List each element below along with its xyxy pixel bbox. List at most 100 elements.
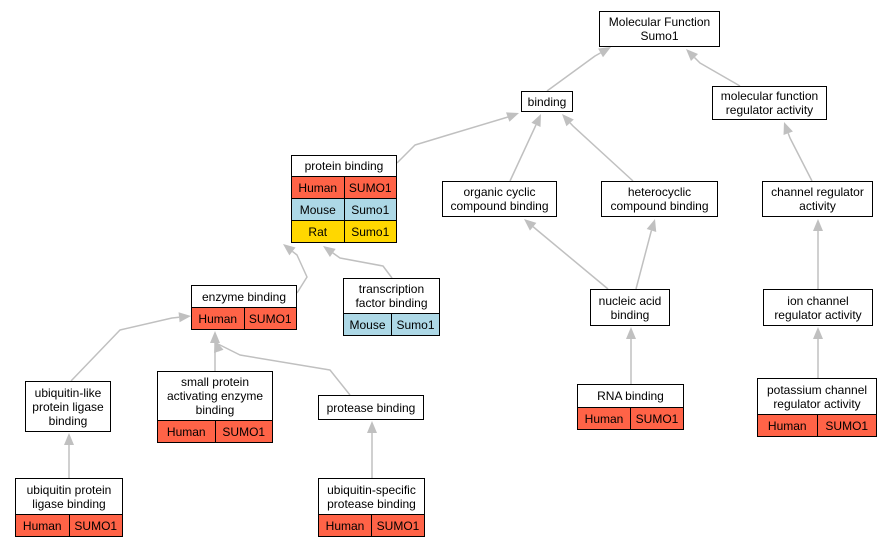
edge-line [396,116,509,164]
go-term-label: binding [527,94,567,109]
edge-chanreg-to-mfreg [783,122,813,182]
edge-mfreg-to-mf [686,49,741,87]
edge-enzbind-to-protbind [283,244,308,294]
gene-cell: SUMO1 [816,415,877,436]
go-term-label: protein binding [304,159,384,173]
gene-cell: SUMO1 [630,408,683,429]
edge-rnabind-to-nucbind [626,327,636,384]
edge-line [693,56,741,87]
edge-line [509,124,537,182]
edge-binding-to-mf [546,47,611,92]
arrowhead [783,122,793,135]
arrowhead [598,47,611,58]
species-cell: Mouse [299,202,336,217]
edge-line [546,52,601,92]
go-term-label: small protein activating enzyme binding [166,375,264,417]
go-term-label: enzyme binding [201,289,287,304]
edge-line [291,250,308,294]
edge-tfbind-to-protbind [323,246,393,279]
edge-line [787,132,813,182]
edge-ubqspec-to-protease [367,421,377,478]
go-term-node-mfreg[interactable]: molecular function regulator activity [712,86,827,120]
go-term-node-orgcyc[interactable]: organic cyclic compound binding [442,181,557,217]
go-term-node-nucbind[interactable]: nucleic acid binding [590,289,670,326]
arrowhead [178,312,191,323]
arrowhead [524,219,537,231]
gene-cell: Sumo1 [343,221,397,242]
edge-line [332,252,393,279]
go-term-node-mf[interactable]: Molecular Function Sumo1 [599,11,720,47]
ortholog-row-human[interactable]: Human SUMO1 [758,414,876,436]
go-term-label: channel regulator activity [771,185,864,213]
edge-protbind-to-binding [396,112,519,164]
go-term-label: nucleic acid binding [598,293,662,322]
species-cell: Rat [308,224,328,239]
edge-line [70,316,180,382]
ortholog-row-rat[interactable]: Rat Sumo1 [292,220,396,242]
edge-protease-to-enzbind [214,340,351,396]
gene-cell: SUMO1 [68,515,123,536]
edge-ubqlig-to-ubqlike [64,433,74,478]
ortholog-row-mouse[interactable]: Mouse Sumo1 [344,313,439,335]
go-term-node-ubqlike[interactable]: ubiquitin-like protein ligase binding [25,381,111,432]
ortholog-row-human[interactable]: Human SUMO1 [292,176,396,198]
go-term-node-ionchan[interactable]: ion channel regulator activity [763,289,873,326]
go-term-label: potassium channel regulator activity [766,382,868,411]
arrowhead [210,331,220,343]
arrowhead [813,327,823,339]
go-term-node-chanreg[interactable]: channel regulator activity [762,181,873,217]
ortholog-row-mouse[interactable]: Mouse Sumo1 [292,198,396,220]
edge-nucbind-to-hetcyc [635,219,657,290]
gene-cell: Sumo1 [343,199,397,220]
go-term-label: ion channel regulator activity [774,293,862,322]
go-term-node-protease[interactable]: protease binding [318,395,424,420]
species-cell: Human [584,411,624,426]
go-term-label: heterocyclic compound binding [610,185,709,213]
go-term-label: ubiquitin-specific protease binding [327,482,416,511]
arrowhead [506,112,519,122]
edge-orgcyc-to-binding [509,114,541,182]
arrowhead [686,49,699,62]
gene-cell: SUMO1 [371,515,424,536]
arrowhead [283,244,296,256]
gene-cell: Sumo1 [391,314,439,335]
go-term-label: organic cyclic compound binding [450,185,549,213]
ortholog-row-human[interactable]: Human SUMO1 [578,407,683,429]
arrowhead [531,114,541,127]
edge-line [635,230,653,290]
edge-line [532,226,609,290]
arrowhead [214,340,224,353]
species-cell: Human [166,424,206,439]
species-cell: Mouse [349,317,386,332]
species-cell: Human [298,180,338,195]
go-term-label: ubiquitin protein ligase binding [26,482,112,511]
arrowhead [562,114,574,127]
edge-ubqlike-to-enzbind [70,312,191,382]
edge-potass-to-ionchan [813,327,823,378]
edge-ionchan-to-chanreg [813,219,823,289]
go-term-node-hetcyc[interactable]: heterocyclic compound binding [601,181,718,217]
arrowhead [813,219,823,231]
edge-line [569,122,634,182]
arrowhead [64,433,74,445]
go-term-label: protease binding [326,400,416,415]
gene-cell: SUMO1 [343,177,397,198]
edge-nucbind-to-orgcyc [524,219,609,290]
go-term-label: ubiquitin-like protein ligase binding [32,385,104,428]
go-term-node-binding[interactable]: binding [521,91,573,112]
species-cell: Human [767,418,807,433]
edge-hetcyc-to-binding [562,114,634,182]
